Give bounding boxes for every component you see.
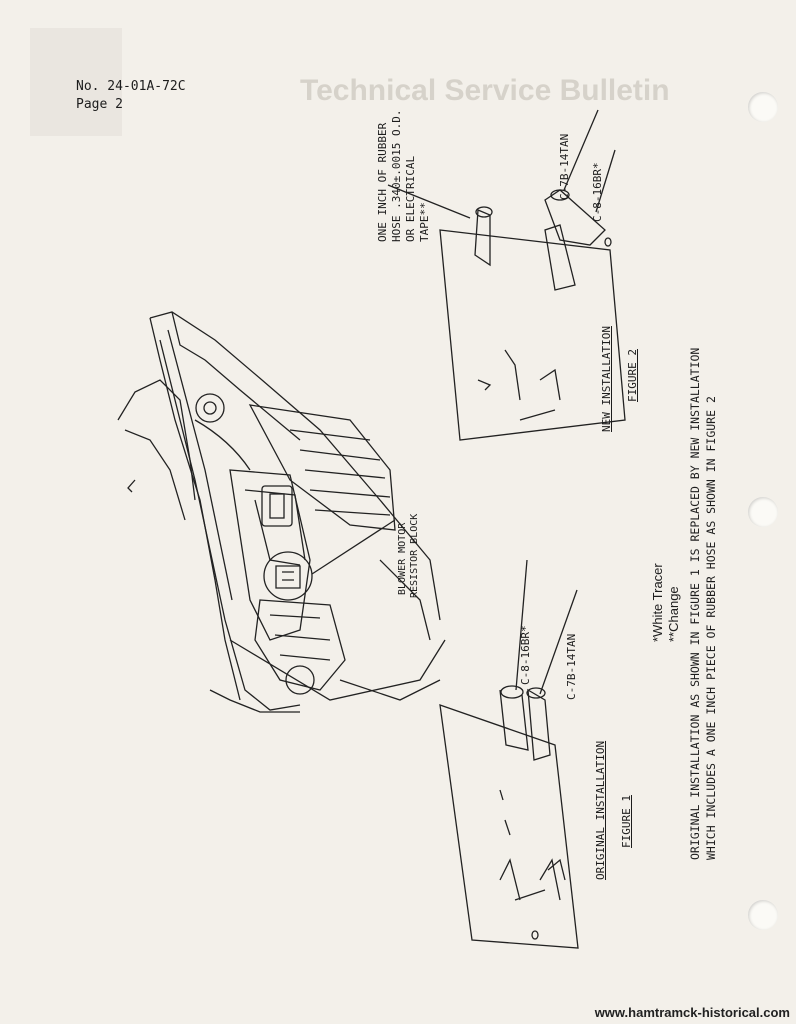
figure1-label-bottom: C-7B-14TAN	[565, 633, 578, 700]
note-line1: ORIGINAL INSTALLATION AS SHOWN IN FIGURE…	[688, 347, 702, 860]
binder-hole-bottom	[748, 900, 778, 930]
legend-line1: *White Tracer	[650, 563, 665, 642]
figure2-label-bottom: C-8-16BR*	[591, 162, 604, 222]
hose-label-line1: ONE INCH OF RUBBER	[376, 122, 389, 242]
figure2-number: FIGURE 2	[626, 349, 639, 402]
note-line2: WHICH INCLUDES A ONE INCH PIECE OF RUBBE…	[704, 396, 718, 860]
hose-label-line4: TAPE**	[418, 202, 431, 242]
figure1-label-top: C-8-16BR*	[519, 625, 532, 685]
binder-hole-middle	[748, 497, 778, 527]
legend-line2: **Change	[666, 586, 681, 642]
blower-label-line2: RESISTOR BLOCK	[409, 513, 420, 598]
figure1-number: FIGURE 1	[620, 795, 633, 848]
dashboard-drawing	[117, 311, 446, 713]
figure2-label-top: C-7B-14TAN	[558, 133, 571, 200]
figure2-caption: NEW INSTALLATION	[600, 326, 613, 432]
hose-label-line3: OR ELECTRICAL	[404, 155, 417, 242]
bleed-through-title: Technical Service Bulletin	[300, 74, 670, 107]
hose-label-line2: HOSE .340±.0015 O.D.	[390, 109, 403, 242]
figure2-drawing	[439, 109, 626, 441]
doc-number: No. 24-01A-72C	[76, 79, 186, 94]
binder-hole-top	[748, 92, 778, 122]
page-number: Page 2	[76, 97, 123, 112]
hose-leader	[387, 184, 471, 219]
bleed-through-logo	[30, 28, 122, 136]
figure1-drawing	[439, 559, 579, 949]
watermark: www.hamtramck-historical.com	[594, 1005, 790, 1020]
figure1-caption: ORIGINAL INSTALLATION	[594, 740, 607, 880]
